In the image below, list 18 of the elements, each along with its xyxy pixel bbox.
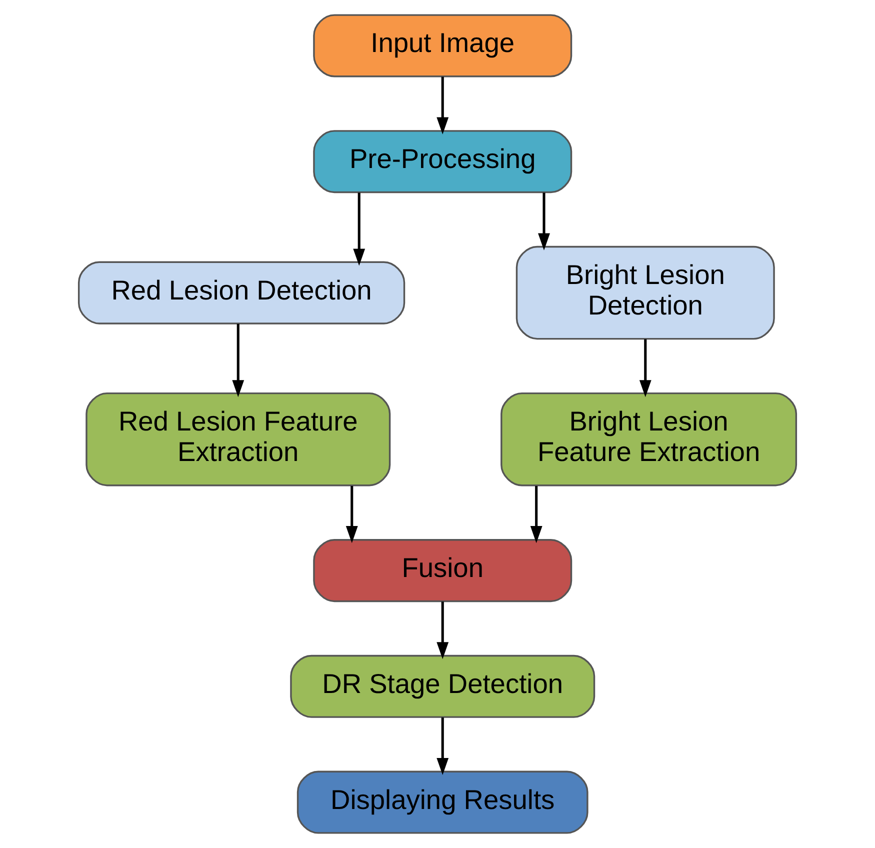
arrow [436,717,449,776]
node-box: Bright Lesion Feature Extraction [500,392,798,486]
arrow [346,486,358,544]
arrow [436,76,449,134]
node-box: Fusion [313,539,572,602]
arrow [353,192,366,266]
arrow [232,324,244,398]
node-box: Pre-Processing [313,130,572,194]
arrow [530,486,542,544]
arrow [538,192,550,250]
arrow [436,602,449,660]
node-box: Bright Lesion Detection [516,246,775,340]
node-box: Input Image [313,14,572,78]
node-box: Red Lesion Detection [78,261,406,324]
node-box: Displaying Results [296,770,588,834]
arrow [639,339,652,398]
node-box: DR Stage Detection [290,654,596,718]
node-box: Red Lesion Feature Extraction [86,392,391,486]
